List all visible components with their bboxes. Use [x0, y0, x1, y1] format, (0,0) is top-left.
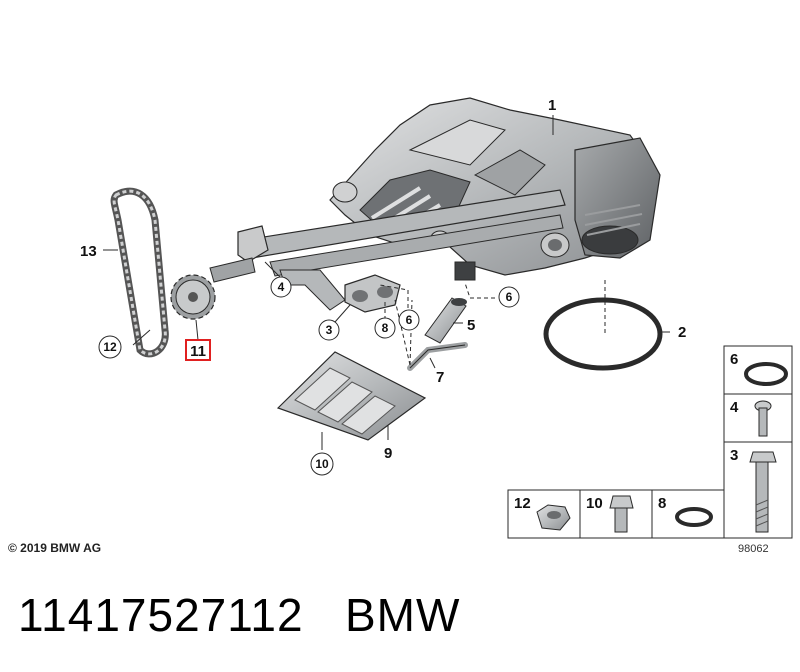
sprocket: [170, 274, 216, 320]
table-label-4: 4: [730, 399, 739, 416]
drive-chain: [110, 187, 169, 358]
callout-circle-4: 4: [270, 276, 292, 298]
leader-lines: [103, 115, 670, 450]
large-o-ring: [543, 297, 663, 371]
callout-circle-8: 8: [374, 317, 396, 339]
svg-text:12: 12: [103, 340, 117, 354]
svg-text:6: 6: [406, 313, 413, 327]
svg-text:6: 6: [506, 290, 513, 304]
callout-circle-10: 10: [310, 452, 334, 476]
svg-text:11: 11: [190, 343, 206, 360]
table-label-8: 8: [658, 495, 666, 512]
callout-5: 5: [467, 317, 475, 334]
bolt-4: [754, 400, 772, 437]
small-o-ring-6: [744, 362, 788, 386]
table-label-10: 10: [586, 495, 603, 512]
callout-11-highlighted[interactable]: 11: [185, 339, 211, 361]
bolt-3: [749, 451, 777, 533]
baffle-plate: [276, 351, 427, 441]
small-o-ring-8: [675, 507, 713, 527]
callout-circle-6-right: 6: [498, 286, 520, 308]
parts-table: [507, 345, 793, 539]
brand-name: BMW: [344, 589, 461, 641]
copyright-notice: © 2019 BMW AG: [8, 541, 102, 555]
callout-13: 13: [80, 243, 97, 260]
svg-text:8: 8: [382, 321, 389, 335]
table-label-3: 3: [730, 447, 738, 464]
svg-text:10: 10: [315, 457, 329, 471]
nut-12: [536, 504, 571, 531]
footer-caption: 11417527112 BMW: [18, 588, 460, 642]
callout-1: 1: [548, 97, 556, 114]
figure-id: 98062: [738, 543, 769, 555]
callout-9: 9: [384, 445, 392, 462]
callout-2: 2: [678, 324, 686, 341]
table-label-6: 6: [730, 351, 738, 368]
table-label-12: 12: [514, 495, 531, 512]
sleeve: [424, 297, 467, 344]
part-number: 11417527112: [18, 589, 304, 641]
suction-pipe: [209, 189, 566, 313]
svg-text:4: 4: [278, 280, 285, 294]
bolt-10: [609, 495, 634, 533]
svg-text:3: 3: [326, 323, 333, 337]
callout-7: 7: [436, 369, 444, 386]
callout-circle-3: 3: [318, 319, 340, 341]
callout-circle-12: 12: [98, 335, 122, 359]
callout-circle-6-left: 6: [398, 309, 420, 331]
